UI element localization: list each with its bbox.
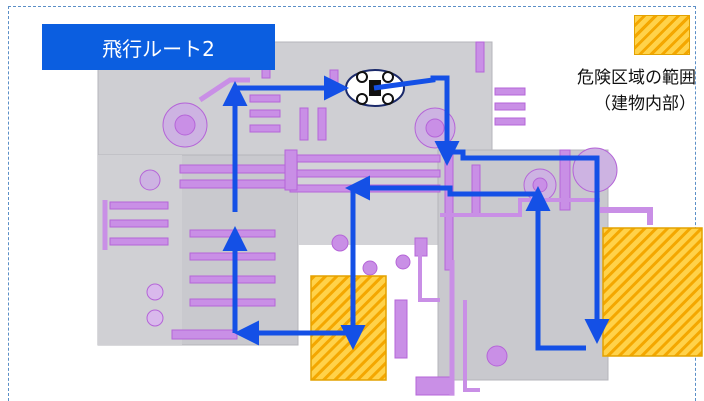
danger-zone-legend-label: 危険区域の範囲 （建物内部） — [577, 65, 696, 117]
danger-zone-left — [311, 276, 386, 380]
legend-line-2: （建物内部） — [577, 91, 696, 117]
route-title-badge: 飛行ルート2 — [42, 24, 275, 70]
danger-zone-right — [603, 228, 702, 356]
legend-line-1: 危険区域の範囲 — [577, 65, 696, 91]
danger-zone-legend-swatch — [634, 15, 690, 55]
